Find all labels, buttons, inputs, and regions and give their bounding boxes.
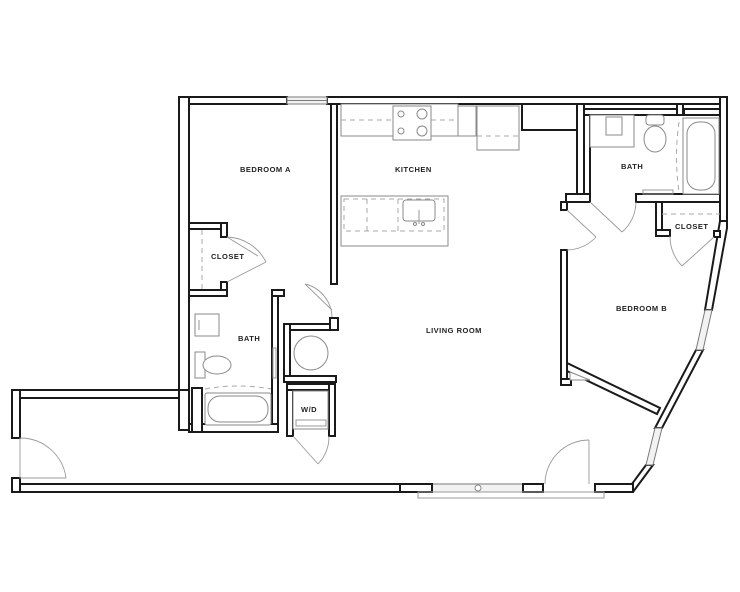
water-heater	[293, 335, 329, 371]
exterior-walls	[11, 96, 728, 499]
entry-door[interactable]	[19, 437, 67, 479]
kitchen-label: KITCHEN	[395, 165, 432, 174]
window-living-room	[645, 427, 663, 466]
refrigerator	[476, 105, 520, 151]
patio-door[interactable]	[544, 439, 590, 485]
window-bedroom-b	[695, 309, 713, 351]
vanity-sink	[194, 313, 220, 337]
bath-a: BATH	[188, 289, 285, 433]
bath-b-label: BATH	[621, 162, 643, 171]
laundry-label: W/D	[301, 405, 317, 414]
bedroom-b: BEDROOM B	[560, 201, 667, 416]
living-room: LIVING ROOM	[426, 326, 590, 485]
kitchen: KITCHEN	[340, 103, 585, 247]
bath-b-toilet-tank	[645, 114, 665, 126]
living-room-label: LIVING ROOM	[426, 326, 482, 335]
bath-b-toilet	[643, 125, 667, 153]
closet-b: CLOSET	[655, 201, 721, 267]
bedroom-a-label: BEDROOM A	[240, 165, 291, 174]
closet-a-label: CLOSET	[211, 252, 244, 261]
closet-b-label: CLOSET	[675, 222, 708, 231]
utility: W/D	[283, 317, 339, 465]
bedroom-b-label: BEDROOM B	[616, 304, 667, 313]
bath-b: BATH	[565, 103, 721, 233]
bath-a-label: BATH	[238, 334, 260, 343]
toilet-bowl	[202, 355, 232, 375]
bedroom-a: CLOSET BEDROOM A	[188, 103, 338, 319]
washer-dryer	[292, 390, 329, 430]
